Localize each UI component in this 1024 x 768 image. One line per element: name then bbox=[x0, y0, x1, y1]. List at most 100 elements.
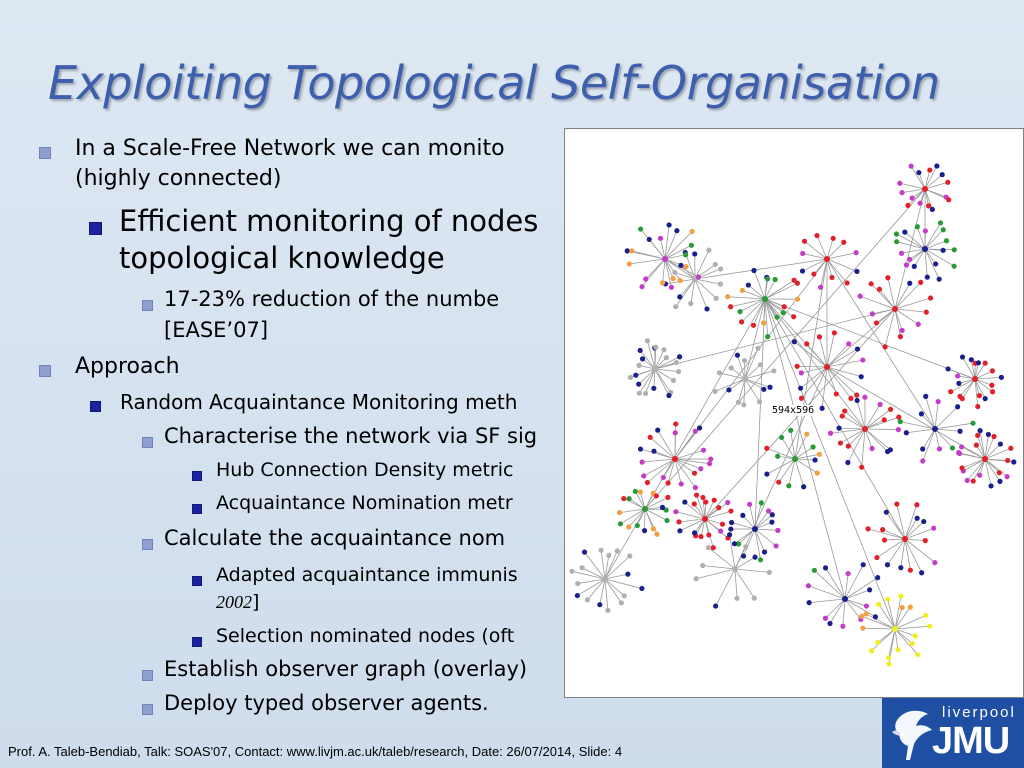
network-edge bbox=[862, 627, 896, 630]
network-edge bbox=[679, 518, 706, 532]
network-node bbox=[955, 404, 961, 410]
network-edge bbox=[829, 598, 846, 624]
network-edge bbox=[906, 248, 926, 266]
network-node bbox=[863, 611, 869, 617]
network-edge bbox=[644, 508, 654, 529]
network-edge bbox=[840, 428, 866, 444]
slide-footer: Prof. A. Taleb-Bendiab, Talk: SOAS'07, C… bbox=[8, 744, 623, 759]
network-node bbox=[940, 247, 946, 253]
network-node bbox=[791, 314, 797, 320]
network-edge bbox=[679, 278, 696, 298]
network-edge bbox=[984, 434, 989, 460]
network-node bbox=[977, 472, 983, 478]
network-node bbox=[727, 532, 733, 538]
network-node bbox=[661, 347, 667, 353]
network-node bbox=[703, 499, 709, 505]
network-node bbox=[975, 403, 981, 410]
network-edge bbox=[962, 356, 976, 380]
network-node bbox=[907, 256, 913, 262]
network-node bbox=[746, 501, 753, 507]
network-edge bbox=[604, 578, 625, 597]
network-node bbox=[873, 320, 880, 326]
network-node bbox=[824, 256, 830, 262]
network-node bbox=[927, 295, 934, 301]
network-edge bbox=[984, 458, 992, 487]
network-node bbox=[836, 425, 842, 431]
network-node bbox=[805, 583, 812, 589]
network-node bbox=[909, 640, 915, 647]
network-edge bbox=[966, 458, 986, 481]
bullet-item: Random Acquaintance Monitoring meth bbox=[90, 388, 517, 416]
network-edge bbox=[826, 241, 845, 260]
network-edge bbox=[882, 529, 906, 540]
network-node bbox=[951, 247, 957, 253]
network-node bbox=[859, 464, 865, 470]
network-node bbox=[911, 263, 917, 269]
network-node bbox=[653, 344, 659, 350]
network-node bbox=[742, 376, 748, 382]
bullet-marker bbox=[89, 217, 102, 253]
network-edge bbox=[844, 564, 864, 600]
network-node bbox=[798, 395, 805, 401]
network-edge bbox=[894, 308, 919, 325]
network-node bbox=[827, 430, 834, 436]
network-node bbox=[917, 200, 923, 206]
network-edge bbox=[654, 349, 665, 370]
network-edge bbox=[820, 258, 828, 288]
network-edge bbox=[674, 458, 695, 474]
network-edge bbox=[961, 378, 976, 399]
network-edge bbox=[584, 551, 606, 580]
network-node bbox=[799, 268, 806, 274]
bullet-item: Efficient monitoring of nodes bbox=[89, 203, 538, 239]
network-node bbox=[711, 497, 717, 503]
network-node bbox=[668, 284, 674, 290]
network-node bbox=[794, 296, 801, 302]
network-edge bbox=[794, 446, 814, 460]
network-node bbox=[1005, 457, 1011, 464]
bullet-continuation: 2002] bbox=[216, 591, 260, 613]
bullet-marker bbox=[192, 632, 202, 662]
network-node bbox=[791, 277, 797, 283]
network-edge bbox=[904, 504, 918, 540]
network-node bbox=[665, 494, 671, 500]
network-node bbox=[643, 276, 649, 282]
network-node bbox=[636, 381, 642, 387]
network-node bbox=[923, 309, 929, 315]
network-node bbox=[764, 445, 770, 451]
network-node bbox=[678, 481, 684, 487]
network-node bbox=[757, 557, 764, 563]
network-node bbox=[860, 562, 866, 568]
network-edge bbox=[826, 366, 862, 378]
network-node bbox=[617, 521, 623, 527]
network-edge bbox=[644, 508, 668, 521]
network-node bbox=[853, 250, 859, 256]
network-node bbox=[892, 306, 898, 312]
network-nodes bbox=[569, 163, 1017, 667]
network-edge bbox=[604, 578, 609, 611]
network-node bbox=[766, 569, 772, 575]
network-edge bbox=[974, 362, 986, 380]
network-node bbox=[899, 604, 905, 611]
network-node bbox=[750, 322, 757, 328]
network-node bbox=[778, 434, 785, 441]
network-edge bbox=[844, 573, 849, 600]
network-edge bbox=[657, 429, 676, 460]
bullet-item: Deploy typed observer agents. bbox=[142, 688, 489, 719]
network-edge bbox=[809, 598, 846, 604]
network-edge bbox=[647, 340, 656, 370]
network-node bbox=[659, 504, 666, 510]
network-edge bbox=[909, 248, 926, 260]
network-node bbox=[903, 262, 910, 268]
network-edge bbox=[925, 396, 936, 430]
network-edge bbox=[754, 528, 765, 553]
network-node bbox=[692, 251, 698, 257]
network-node bbox=[893, 239, 900, 245]
network-edge bbox=[734, 568, 738, 599]
bullet-item: In a Scale-Free Network we can monito bbox=[39, 134, 505, 164]
network-edge bbox=[664, 244, 692, 260]
network-edge bbox=[984, 447, 1011, 460]
network-edge bbox=[794, 458, 805, 487]
network-node bbox=[666, 392, 672, 399]
network-edge bbox=[861, 428, 866, 468]
network-edge bbox=[916, 226, 926, 250]
